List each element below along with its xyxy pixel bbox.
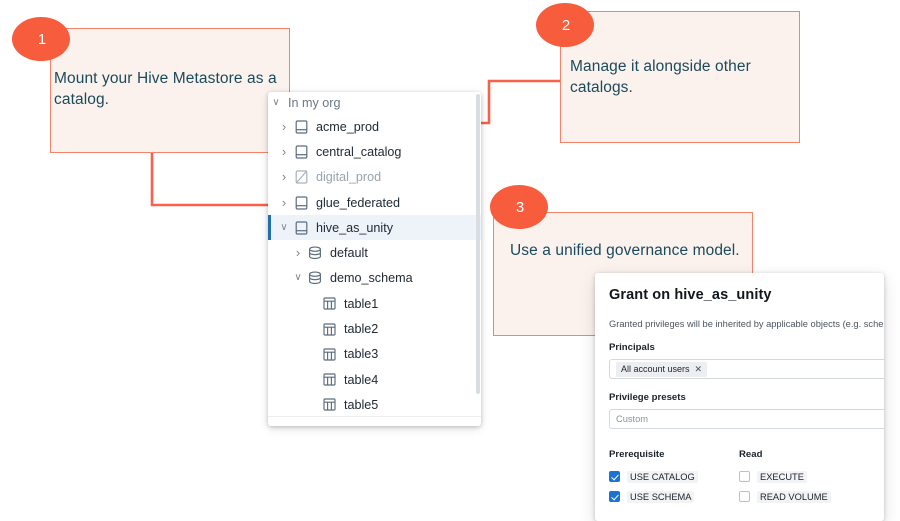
chevron-right-icon[interactable] — [290, 246, 306, 260]
privilege-row[interactable]: READ VOLUME — [739, 488, 869, 505]
privilege-label: USE CATALOG — [627, 470, 698, 483]
catalog-icon — [292, 220, 310, 236]
tree-item-label: digital_prod — [316, 170, 382, 185]
privilege-column-heading: Read — [739, 449, 763, 460]
catalog-icon — [292, 144, 310, 160]
privilege-row[interactable]: USE SCHEMA — [609, 488, 739, 505]
grant-dialog-title: Grant on hive_as_unity — [609, 287, 772, 303]
tree-item-label: central_catalog — [316, 144, 402, 159]
tree-scrollbar[interactable] — [476, 94, 480, 394]
tree-item-table5[interactable]: table5 — [268, 392, 481, 417]
tree-header-label: In my org — [288, 96, 341, 110]
privilege-presets-label: Privilege presets — [609, 392, 686, 403]
tree-item-label: glue_federated — [316, 195, 401, 210]
privilege-label: USE SCHEMA — [627, 490, 695, 503]
tree-item-digital_prod[interactable]: digital_prod — [268, 165, 481, 190]
catalog-disabled-icon — [292, 169, 310, 185]
grant-dialog[interactable]: Grant on hive_as_unity Granted privilege… — [595, 273, 884, 521]
schema-icon — [306, 245, 324, 261]
callout-badge-2: 2 — [536, 3, 594, 47]
tree-header-row[interactable]: In my org — [268, 92, 481, 114]
callout-text-3: Use a unified governance model. — [510, 242, 740, 259]
privilege-row[interactable]: EXECUTE — [739, 468, 869, 485]
table-icon — [320, 296, 338, 312]
tree-item-label: table1 — [344, 296, 379, 311]
tree-item-table2[interactable]: table2 — [268, 316, 481, 341]
catalog-tree[interactable]: In my org acme_prod central_catalogdigita… — [268, 92, 481, 426]
tree-item-central_catalog[interactable]: central_catalog — [268, 139, 481, 164]
tree-item-table4[interactable]: table4 — [268, 367, 481, 392]
chevron-right-icon[interactable] — [276, 170, 292, 184]
chevron-right-icon[interactable] — [276, 120, 292, 134]
tree-item-label: hive_as_unity — [316, 220, 394, 235]
tree-item-table3[interactable]: table3 — [268, 342, 481, 367]
catalog-icon — [292, 119, 310, 135]
principals-label: Principals — [609, 342, 655, 353]
privilege-row[interactable]: USE CATALOG — [609, 468, 739, 485]
table-icon — [320, 372, 338, 388]
table-icon — [320, 397, 338, 413]
privilege-label: EXECUTE — [757, 470, 807, 483]
chevron-down-icon[interactable] — [290, 273, 306, 283]
tree-item-demo_schema[interactable]: demo_schema — [268, 266, 481, 291]
catalog-icon — [292, 195, 310, 211]
remove-principal-icon[interactable]: ✕ — [694, 363, 703, 374]
tree-item-label: default — [330, 246, 368, 261]
table-icon — [320, 346, 338, 362]
tree-item-table1[interactable]: table1 — [268, 291, 481, 316]
chevron-right-icon[interactable] — [276, 196, 292, 210]
tree-item-label: acme_prod — [316, 119, 380, 134]
chevron-down-icon[interactable] — [276, 223, 292, 233]
callout-badge-3: 3 — [490, 185, 548, 229]
callout-badge-1: 1 — [12, 17, 70, 61]
privilege-column-heading: Prerequisite — [609, 449, 665, 460]
principal-chip[interactable]: All account users ✕ — [616, 361, 708, 377]
tree-item-label: demo_schema — [330, 271, 413, 286]
tree-item-label: table4 — [344, 372, 379, 387]
checkbox-read-volume[interactable] — [739, 491, 750, 502]
principals-input[interactable]: All account users ✕ — [609, 359, 884, 379]
checkbox-use-schema[interactable] — [609, 491, 620, 502]
tree-item-label: table3 — [344, 347, 379, 362]
callout-text-2: Manage it alongside other catalogs. — [570, 58, 751, 96]
table-icon — [320, 321, 338, 337]
privilege-presets-select[interactable]: Custom — [609, 409, 884, 429]
connector-1 — [150, 153, 278, 207]
callout-text-1: Mount your Hive Metastore as a catalog. — [54, 70, 277, 108]
checkbox-use-catalog[interactable] — [609, 471, 620, 482]
schema-icon — [306, 270, 324, 286]
chevron-right-icon[interactable] — [276, 145, 292, 159]
tree-bottom-edge — [268, 416, 481, 426]
principal-chip-label: All account users — [621, 364, 690, 374]
tree-item-hive_as_unity[interactable]: hive_as_unity — [268, 215, 481, 241]
tree-item-label: table2 — [344, 322, 379, 337]
tree-item-glue_federated[interactable]: glue_federated — [268, 190, 481, 215]
catalog-explorer-panel[interactable]: In my org acme_prod central_catalogdigita… — [268, 92, 481, 426]
privilege-presets-value: Custom — [616, 414, 649, 424]
tree-item-default[interactable]: default — [268, 240, 481, 265]
chevron-down-icon[interactable] — [268, 98, 284, 108]
grant-dialog-description: Granted privileges will be inherited by … — [609, 319, 884, 329]
tree-item-acme_prod[interactable]: acme_prod — [268, 114, 481, 139]
privilege-label: READ VOLUME — [757, 490, 831, 503]
callout-box-2 — [560, 11, 800, 143]
checkbox-execute[interactable] — [739, 471, 750, 482]
callout-box-1 — [50, 28, 290, 153]
tree-item-label: table5 — [344, 397, 379, 412]
